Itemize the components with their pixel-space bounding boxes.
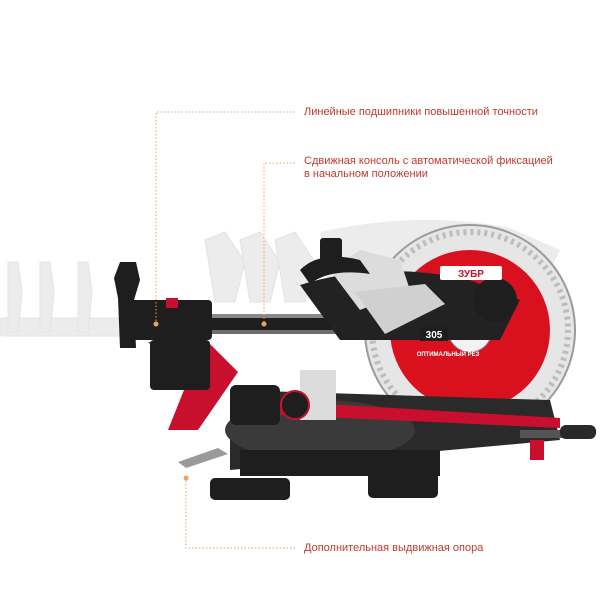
pull-out-support bbox=[178, 448, 228, 468]
base-feet bbox=[210, 450, 440, 500]
blade-label: ОПТИМАЛЬНЫЙ РЕЗ bbox=[417, 350, 480, 358]
front-extension bbox=[520, 425, 596, 460]
callout-extra-support: Дополнительная выдвижная опора bbox=[304, 542, 484, 554]
callout-sliding-console: Сдвижная консоль с автоматической фиксац… bbox=[304, 155, 553, 181]
brand-logo: ЗУБР bbox=[458, 269, 484, 280]
motor-head bbox=[300, 238, 520, 340]
callout-sliding-console-line1: Сдвижная консоль с автоматической фиксац… bbox=[304, 155, 553, 167]
callout-linear-bearings: Линейные подшипники повышенной точности bbox=[304, 106, 538, 118]
leader-dots bbox=[153, 321, 267, 481]
slide-rails bbox=[150, 314, 360, 334]
callout-sliding-console-line2: в начальном положении bbox=[304, 168, 428, 180]
side-support bbox=[148, 340, 238, 430]
blade-labels: ЗУБР 305 ОПТИМАЛЬНЫЙ РЕЗ bbox=[417, 266, 502, 358]
leader-lines bbox=[155, 111, 295, 549]
rear-support bbox=[114, 262, 212, 348]
blade-size: 305 bbox=[426, 330, 443, 341]
